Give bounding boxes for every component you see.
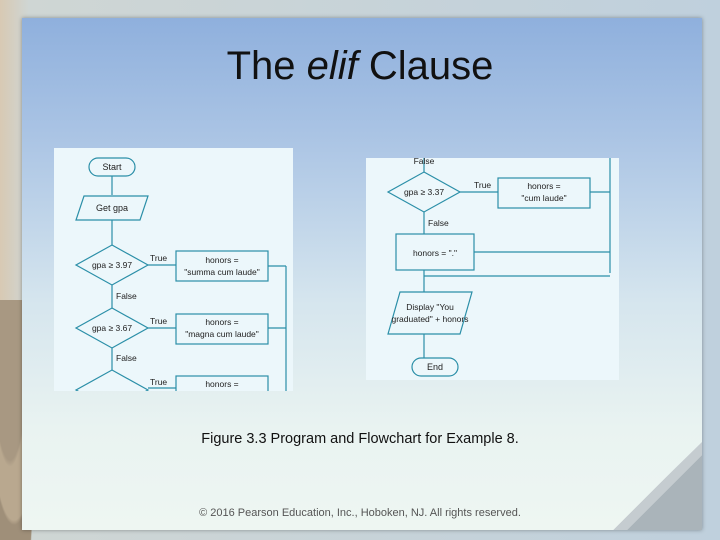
decision-cum-label: gpa ≥ 3.37 [404, 187, 444, 197]
slide-title: The elif Clause [0, 44, 720, 89]
copyright-notice: © 2016 Pearson Education, Inc., Hoboken,… [0, 507, 720, 519]
title-keyword: elif [307, 44, 358, 88]
flowchart-right: False gpa ≥ 3.37 True honors = "cum laud… [366, 158, 619, 380]
decision-2-label: gpa ≥ 3.67 [92, 323, 132, 333]
false-label-cum: False [428, 218, 449, 228]
honors-magna-line2: "magna cum laude" [185, 329, 259, 339]
true-label-cum: True [474, 180, 491, 190]
display-line2: graduated" + honors [392, 314, 469, 324]
flowchart-left: Start Get gpa gpa ≥ 3.97 True honors = "… [54, 148, 293, 391]
false-label-2: False [116, 353, 137, 363]
true-label-3: True [150, 377, 167, 387]
honors-cum-line1: honors = [527, 181, 560, 191]
honors-cum-line2: "cum laude" [521, 193, 566, 203]
decision-3-shape [76, 370, 148, 391]
display-line1: Display "You [406, 302, 454, 312]
honors-third-line1: honors = [205, 379, 238, 389]
start-label: Start [102, 162, 122, 172]
title-suffix: Clause [358, 44, 494, 88]
display-output-shape [388, 292, 472, 334]
honors-summa-line2: "summa cum laude" [184, 267, 259, 277]
flowchart-right-panel: False gpa ≥ 3.37 True honors = "cum laud… [366, 158, 619, 380]
get-gpa-label: Get gpa [96, 203, 128, 213]
false-top-label: False [414, 158, 435, 166]
true-label-2: True [150, 316, 167, 326]
end-label: End [427, 362, 443, 372]
flowchart-left-panel: Start Get gpa gpa ≥ 3.97 True honors = "… [54, 148, 293, 391]
title-prefix: The [227, 44, 307, 88]
true-label-1: True [150, 253, 167, 263]
decision-1-label: gpa ≥ 3.97 [92, 260, 132, 270]
honors-dot-label: honors = "." [413, 248, 457, 258]
honors-magna-line1: honors = [205, 317, 238, 327]
figure-caption: Figure 3.3 Program and Flowchart for Exa… [0, 431, 720, 447]
false-label-1: False [116, 291, 137, 301]
honors-summa-line1: honors = [205, 255, 238, 265]
